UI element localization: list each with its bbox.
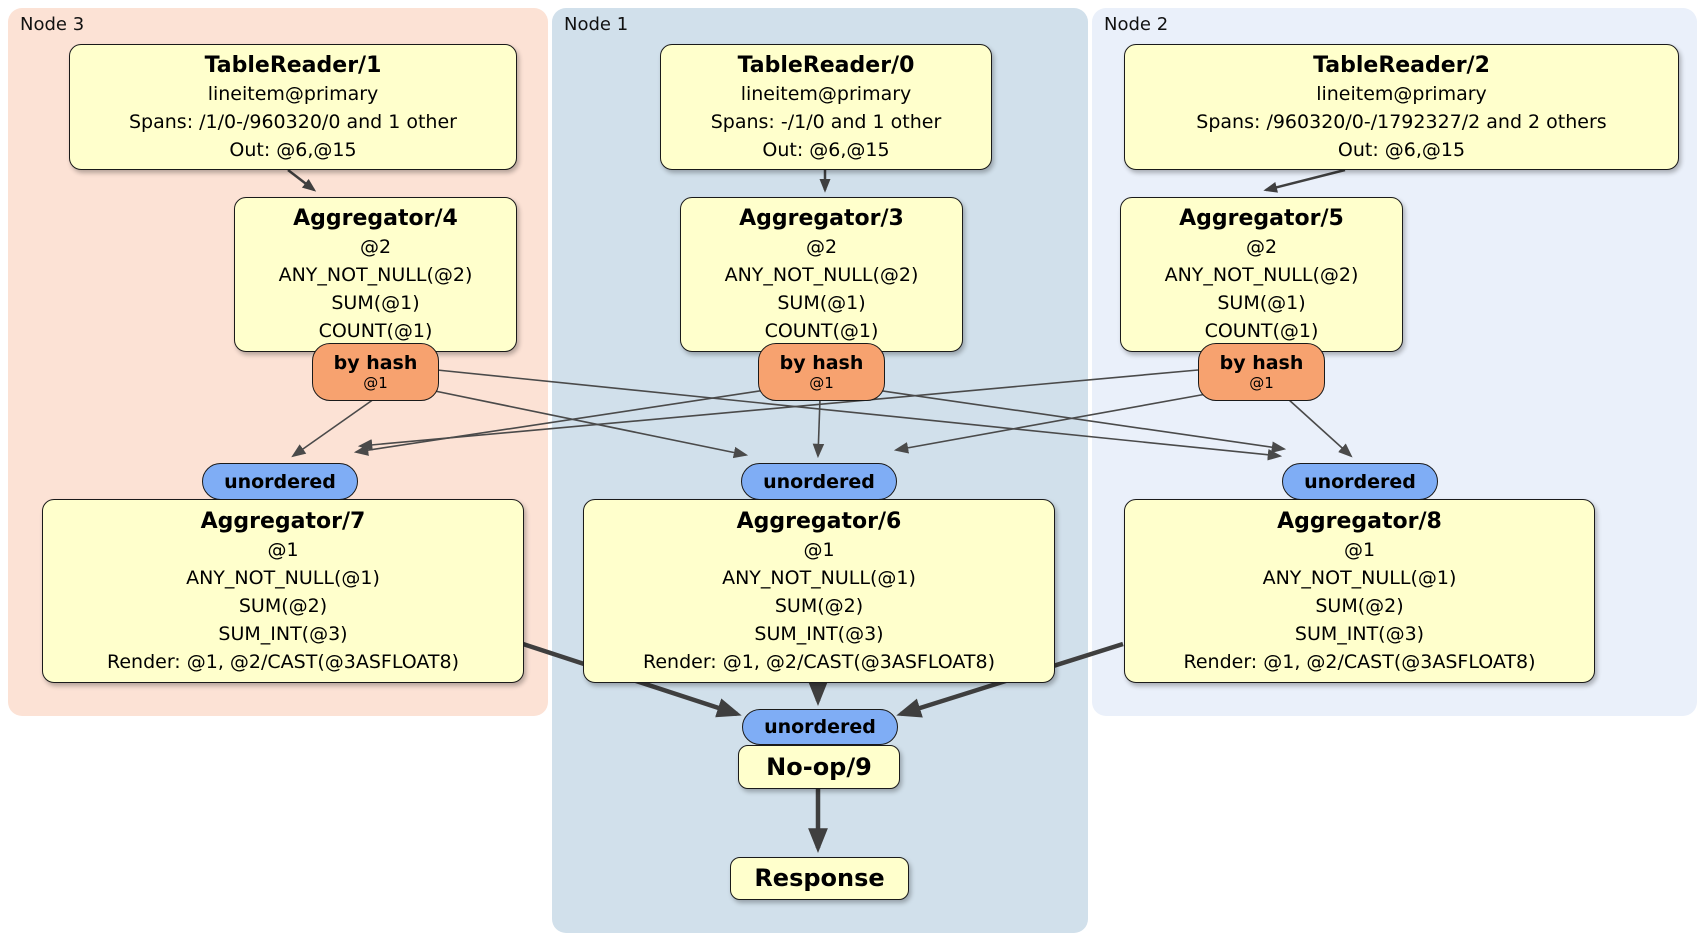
processor-line: Render: @1, @2/CAST(@3ASFLOAT8): [1183, 650, 1536, 673]
processor-title: Aggregator/7: [200, 508, 366, 534]
router-label: by hash: [333, 352, 418, 374]
edge-hash3-unord3: [291, 398, 375, 458]
edge-hash3-unord1: [429, 389, 749, 459]
router-label: by hash: [1219, 352, 1304, 374]
panel-label-node-2: Node 2: [1104, 14, 1169, 35]
processor-line: Render: @1, @2/CAST(@3ASFLOAT8): [107, 650, 459, 673]
edge-hash1-unord2: [875, 389, 1287, 453]
sync-unordered-node2: unordered: [1282, 463, 1438, 500]
processor-line: SUM(@2): [238, 594, 328, 617]
processor-title: TableReader/2: [1313, 52, 1490, 78]
processor-title: Response: [754, 864, 885, 892]
processor-title: No-op/9: [766, 752, 872, 781]
processor-noop-9: No-op/9: [738, 745, 900, 789]
processor-aggregator-8: Aggregator/8 @1 ANY_NOT_NULL(@1) SUM(@2)…: [1124, 499, 1595, 683]
processor-line: ANY_NOT_NULL(@2): [724, 264, 919, 286]
processor-aggregator-7: Aggregator/7 @1 ANY_NOT_NULL(@1) SUM(@2)…: [42, 499, 524, 683]
sync-label: unordered: [763, 470, 875, 493]
sync-unordered-node1: unordered: [741, 463, 897, 500]
edge-hash2-unord3: [357, 369, 1199, 451]
processor-line: ANY_NOT_NULL(@1): [722, 566, 916, 589]
processor-line: Render: @1, @2/CAST(@3ASFLOAT8): [643, 650, 995, 673]
router-detail: @1: [363, 374, 388, 392]
hash-router-node3: by hash @1: [312, 343, 439, 401]
processor-line: lineitem@primary: [1316, 82, 1487, 105]
processor-title: Aggregator/8: [1277, 508, 1442, 534]
sync-label: unordered: [764, 716, 876, 738]
processor-title: TableReader/1: [204, 52, 382, 78]
processor-line: SUM(@1): [777, 292, 866, 314]
processor-line: @1: [267, 538, 299, 561]
processor-aggregator-6: Aggregator/6 @1 ANY_NOT_NULL(@1) SUM(@2)…: [583, 499, 1055, 683]
processor-line: SUM_INT(@3): [1294, 622, 1425, 645]
processor-line: @2: [805, 236, 838, 258]
processor-line: COUNT(@1): [764, 320, 879, 342]
processor-line: SUM(@2): [1315, 594, 1404, 617]
processor-line: @2: [1245, 236, 1278, 258]
processor-line: COUNT(@1): [1204, 320, 1319, 342]
processor-aggregator-3: Aggregator/3 @2 ANY_NOT_NULL(@2) SUM(@1)…: [680, 197, 963, 352]
processor-line: Spans: /960320/0-/1792327/2 and 2 others: [1196, 110, 1607, 133]
processor-line: COUNT(@1): [318, 320, 433, 342]
edge-hash2-unord2: [1287, 398, 1353, 458]
edge-hash3-unord2: [436, 369, 1283, 461]
sync-label: unordered: [1304, 470, 1416, 493]
edge-tr2-agg5: [1263, 168, 1346, 193]
hash-router-node2: by hash @1: [1198, 343, 1325, 401]
processor-tablereader-1: TableReader/1 lineitem@primary Spans: /1…: [69, 44, 517, 170]
processor-line: ANY_NOT_NULL(@1): [1262, 566, 1457, 589]
processor-title: Aggregator/3: [739, 206, 904, 231]
processor-line: lineitem@primary: [207, 82, 379, 105]
processor-line: Out: @6,@15: [762, 138, 890, 161]
processor-aggregator-5: Aggregator/5 @2 ANY_NOT_NULL(@2) SUM(@1)…: [1120, 197, 1403, 352]
panel-label-node-1: Node 1: [564, 14, 629, 35]
router-detail: @1: [1249, 374, 1274, 392]
processor-line: @2: [359, 236, 392, 258]
edge-tr1-agg4: [287, 169, 317, 192]
processor-line: SUM(@1): [331, 292, 420, 314]
processor-title: Aggregator/6: [736, 508, 902, 534]
router-detail: @1: [809, 374, 834, 392]
processor-line: @1: [1343, 538, 1376, 561]
edge-hash1-unord1: [812, 398, 825, 459]
router-label: by hash: [779, 352, 864, 374]
processor-line: ANY_NOT_NULL(@2): [1164, 264, 1359, 286]
processor-line: @1: [803, 538, 835, 561]
processor-tablereader-0: TableReader/0 lineitem@primary Spans: -/…: [660, 44, 992, 170]
sync-unordered-final: unordered: [742, 709, 898, 745]
hash-router-node1: by hash @1: [758, 343, 885, 401]
processor-line: SUM(@1): [1217, 292, 1306, 314]
processor-line: Out: @6,@15: [229, 138, 357, 161]
processor-tablereader-2: TableReader/2 lineitem@primary Spans: /9…: [1124, 44, 1679, 170]
processor-title: Aggregator/4: [293, 206, 458, 231]
processor-response: Response: [730, 857, 909, 900]
processor-line: SUM_INT(@3): [218, 622, 348, 645]
processor-line: Out: @6,@15: [1337, 138, 1466, 161]
edge-hash1-unord3: [353, 389, 767, 456]
sync-unordered-node3: unordered: [202, 463, 358, 500]
processor-aggregator-4: Aggregator/4 @2 ANY_NOT_NULL(@2) SUM(@1)…: [234, 197, 517, 352]
sync-label: unordered: [224, 470, 336, 493]
processor-line: lineitem@primary: [740, 82, 912, 105]
processor-line: SUM_INT(@3): [754, 622, 884, 645]
panel-label-node-3: Node 3: [20, 14, 85, 35]
processor-line: ANY_NOT_NULL(@2): [278, 264, 473, 286]
processor-line: SUM(@2): [774, 594, 864, 617]
processor-title: TableReader/0: [737, 52, 915, 78]
processor-line: Spans: /1/0-/960320/0 and 1 other: [129, 110, 457, 133]
processor-title: Aggregator/5: [1179, 206, 1344, 231]
edge-hash2-unord1: [893, 392, 1213, 454]
processor-line: ANY_NOT_NULL(@1): [186, 566, 380, 589]
processor-line: Spans: -/1/0 and 1 other: [710, 110, 942, 133]
